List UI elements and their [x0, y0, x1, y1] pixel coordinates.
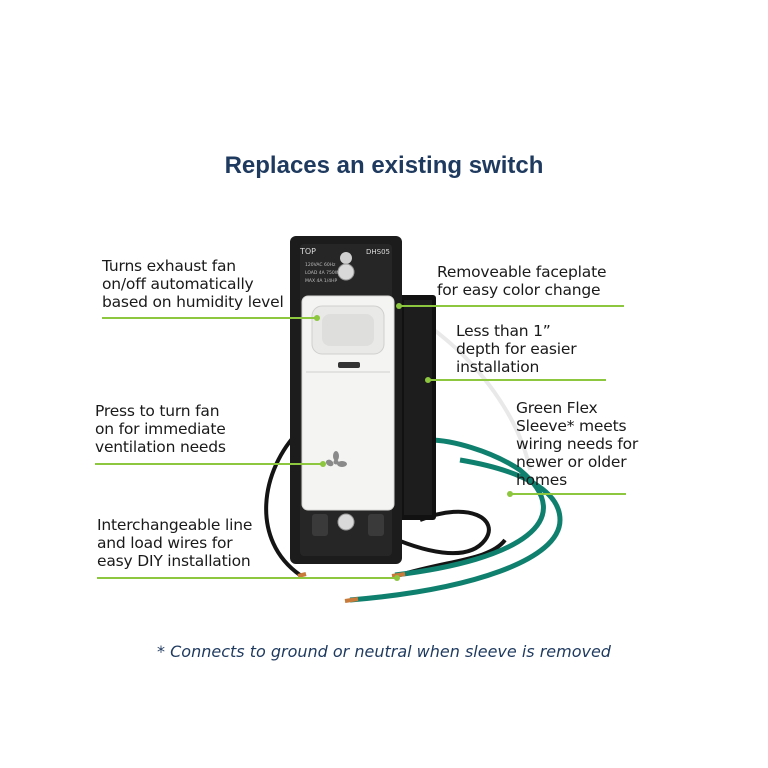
- callout-depth-line-3: installation: [456, 358, 540, 376]
- callout-exhaust-line-3: based on humidity level: [102, 293, 284, 311]
- strap-model-label: DHS05: [366, 248, 390, 256]
- callout-sleeve-line-1: Green Flex: [516, 399, 598, 417]
- top-screw: [340, 252, 352, 264]
- callout-exhaust-line-2: on/off automatically: [102, 275, 254, 293]
- callout-wires-dot: [394, 575, 400, 581]
- mounting-screw-top: [337, 263, 355, 281]
- callout-wires-line-3: easy DIY installation: [97, 552, 251, 570]
- callout-faceplate-line-2: for easy color change: [437, 281, 601, 299]
- callout-exhaust-line-1: Turns exhaust fan: [102, 257, 236, 275]
- callout-sleeve-dot: [507, 491, 513, 497]
- sensor-lens: [322, 314, 374, 346]
- copper-tip-3: [297, 572, 307, 578]
- black-wire-left: [264, 428, 302, 577]
- indicator-led: [338, 362, 360, 368]
- wires: [264, 318, 563, 603]
- callout-depth-dot: [425, 377, 431, 383]
- callout-sleeve-line-2: Sleeve* meets: [516, 417, 627, 435]
- callout-faceplate-dot: [396, 303, 402, 309]
- callout-press-line-1: Press to turn fan: [95, 402, 220, 420]
- callout-sleeve-line-3: wiring needs for: [516, 435, 639, 453]
- callout-depth-rule: [428, 379, 606, 381]
- callout-sleeve-rule: [510, 493, 626, 495]
- callout-press-button: Press to turn fan on for immediate venti…: [95, 402, 226, 456]
- green-wire-lower: [349, 457, 563, 603]
- callout-press-rule: [95, 463, 323, 465]
- strap-spec-1: 120VAC 60Hz: [305, 262, 336, 268]
- callout-depth: Less than 1” depth for easier installati…: [456, 322, 577, 376]
- terminal-left: [312, 514, 328, 536]
- copper-tip-2: [344, 597, 359, 603]
- callout-green-sleeve: Green Flex Sleeve* meets wiring needs fo…: [516, 399, 638, 489]
- callout-sleeve-line-5: homes: [516, 471, 568, 489]
- callout-wires-line-2: and load wires for: [97, 534, 233, 552]
- callout-exhaust-fan: Turns exhaust fan on/off automatically b…: [102, 257, 284, 311]
- strap-top-label: TOP: [299, 247, 316, 256]
- switch-body-side-inner: [404, 300, 432, 515]
- callout-exhaust-rule: [102, 317, 318, 319]
- strap-spec-3: MAX 4A 1/4HP: [305, 278, 337, 284]
- strap-spec-2: LOAD 4A 750W: [305, 270, 340, 276]
- terminal-right: [368, 514, 384, 536]
- callout-sleeve-line-4: newer or older: [516, 453, 627, 471]
- mounting-screw-bottom: [337, 513, 355, 531]
- page-title: Replaces an existing switch: [224, 152, 544, 179]
- black-wire-loop: [354, 509, 491, 556]
- callout-faceplate: Removeable faceplate for easy color chan…: [437, 263, 606, 299]
- callout-depth-line-2: depth for easier: [456, 340, 577, 358]
- callout-press-dot: [320, 461, 326, 467]
- callout-wires-rule: [97, 577, 397, 579]
- callout-press-line-3: ventilation needs: [95, 438, 226, 456]
- footnote: * Connects to ground or neutral when sle…: [157, 642, 611, 661]
- callout-wires-line-1: Interchangeable line: [97, 516, 253, 534]
- green-wire-upper: [394, 437, 546, 578]
- callout-faceplate-line-1: Removeable faceplate: [437, 263, 607, 281]
- callout-depth-line-1: Less than 1”: [456, 322, 551, 340]
- fan-icon: [325, 451, 347, 467]
- white-wire: [418, 318, 532, 471]
- callout-faceplate-rule: [398, 305, 624, 307]
- callout-press-line-2: on for immediate: [95, 420, 226, 438]
- callout-exhaust-dot: [314, 315, 320, 321]
- callout-interchangeable-wires: Interchangeable line and load wires for …: [97, 516, 252, 570]
